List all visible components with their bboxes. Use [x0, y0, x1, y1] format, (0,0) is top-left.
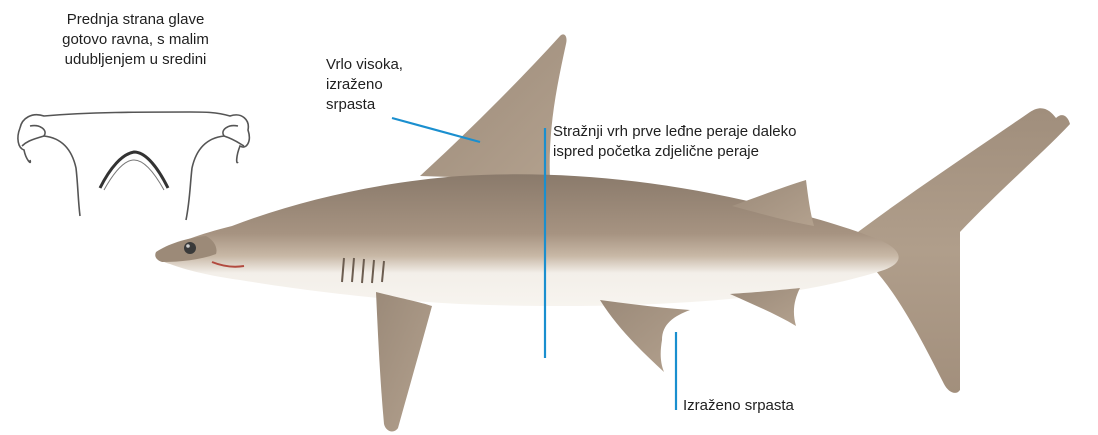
pectoral-fin: [376, 292, 432, 431]
rear-tip-line-2: ispred početka zdjelične peraje: [553, 142, 973, 162]
dorsal-fin-line-2: izraženo: [326, 75, 436, 95]
dorsal-fin-line-3: srpasta: [326, 95, 436, 115]
head-front-view: [18, 112, 249, 220]
pelvic-fin-line-1: Izraženo srpasta: [683, 396, 883, 416]
rear-tip-line-1: Stražnji vrh prve leđne peraje daleko: [553, 122, 973, 142]
head-front-annotation: Prednja strana glave gotovo ravna, s mal…: [8, 10, 263, 70]
head-front-line-1: Prednja strana glave: [8, 10, 263, 30]
pelvic-fin-annotation: Izraženo srpasta: [683, 396, 883, 416]
dorsal-fin-annotation: Vrlo visoka, izraženo srpasta: [326, 55, 436, 115]
eye: [184, 242, 196, 254]
anal-fin: [730, 288, 800, 326]
head-front-line-2: gotovo ravna, s malim: [8, 30, 263, 50]
head-front-line-3: udubljenjem u sredini: [8, 50, 263, 70]
dorsal-fin-line-1: Vrlo visoka,: [326, 55, 436, 75]
dorsal-rear-tip-annotation: Stražnji vrh prve leđne peraje daleko is…: [553, 122, 973, 162]
dorsal-fin-leader: [392, 118, 480, 142]
